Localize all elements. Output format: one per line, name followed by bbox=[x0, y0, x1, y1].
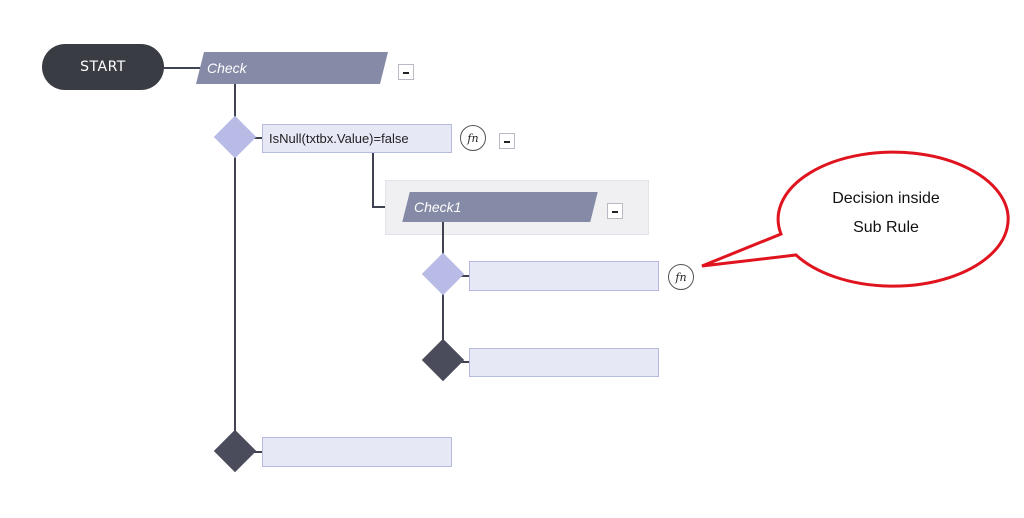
start-node[interactable]: START bbox=[42, 44, 164, 90]
minus-icon bbox=[403, 72, 409, 74]
function-icon: fn bbox=[467, 131, 479, 145]
fn-button-main[interactable]: fn bbox=[460, 125, 486, 151]
condition-field-main[interactable]: IsNull(txtbx.Value)=false bbox=[262, 124, 452, 153]
fn-button-sub[interactable]: fn bbox=[668, 264, 694, 290]
callout-line-1: Decision inside bbox=[832, 190, 940, 207]
condition-field-sub[interactable] bbox=[469, 261, 659, 291]
collapse-check1-button[interactable] bbox=[607, 203, 623, 219]
function-icon: fn bbox=[675, 270, 687, 284]
minus-icon bbox=[612, 211, 618, 213]
condition-field-sub-else[interactable] bbox=[469, 348, 659, 377]
collapse-decision-button[interactable] bbox=[499, 133, 515, 149]
rule-check1-label: Check1 bbox=[414, 199, 462, 215]
connector-to-subrule bbox=[372, 152, 374, 208]
callout-text: Decision inside Sub Rule bbox=[806, 184, 966, 242]
rule-check-label: Check bbox=[207, 60, 247, 76]
connector-main-trunk bbox=[234, 84, 236, 470]
minus-icon bbox=[504, 141, 510, 143]
collapse-check-button[interactable] bbox=[398, 64, 414, 80]
callout-line-2: Sub Rule bbox=[853, 219, 919, 236]
condition-field-main-else[interactable] bbox=[262, 437, 452, 467]
connector-start-to-check bbox=[164, 67, 204, 69]
callout-outline bbox=[701, 150, 1010, 288]
